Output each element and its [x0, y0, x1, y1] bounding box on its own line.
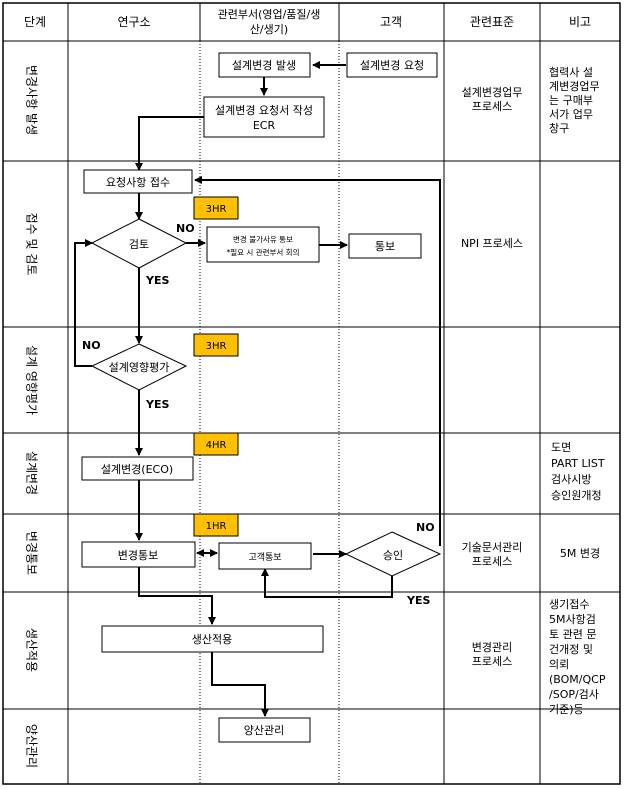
branch-yes-label: YES	[145, 398, 169, 411]
process-box-eco: 설계변경(ECO)	[81, 456, 194, 481]
box-label: 설계변경 발생	[232, 59, 296, 72]
stage-label: 양산관리	[25, 724, 39, 768]
stage-label: 접수 및 검토	[25, 213, 39, 276]
box-label: 설계변경 요청	[360, 59, 424, 72]
standard-design-change-l2: 프로세스	[472, 100, 512, 113]
note-stage5: 5M 변경	[560, 547, 600, 560]
stage-labels: 변경사항 발생 접수 및 검토 설계 영향평가 설계변경 변경통보 생산적용 양…	[25, 65, 39, 768]
note-stage4-item: 검사시방	[551, 473, 591, 486]
branch-yes-label: YES	[145, 274, 169, 287]
notes-column: 협력사 설 계변경업무 는 구매부 서가 업무 창구 도면 PART LIST …	[549, 66, 606, 716]
branch-no-label: NO	[176, 222, 195, 235]
process-box-change-notice: 변경통보	[81, 541, 196, 568]
time-badge: 3HR	[193, 333, 239, 357]
box-label: 설계변경 요청서 작성	[215, 104, 313, 117]
note-stage4-item: 승인원개정	[551, 489, 602, 502]
note-stage6-l1: 생기접수	[549, 598, 589, 611]
time-badge-label: 4HR	[206, 440, 227, 451]
decision-label: 설계영향평가	[109, 361, 170, 374]
time-badge: 1HR	[193, 513, 239, 537]
note-stage1-l2: 계변경업무	[549, 80, 600, 93]
time-badge-label: 3HR	[206, 341, 227, 352]
note-stage4-item: PART LIST	[551, 457, 605, 470]
note-stage6-l4: 건개정 및	[549, 643, 593, 656]
box-label: *필요 시 관련부서 회의	[226, 247, 299, 257]
box-label: 변경통보	[118, 549, 158, 562]
note-stage6-l8: 기준)등	[549, 703, 584, 716]
note-stage6-l5: 의뢰	[549, 658, 569, 671]
time-badge-label: 1HR	[206, 521, 227, 532]
stage-label: 생산적용	[25, 628, 39, 672]
process-box-customer-notice: 고객통보	[218, 542, 312, 570]
note-stage1-l1: 협력사 설	[549, 66, 593, 79]
box-label: 양산관리	[244, 724, 284, 737]
note-stage6-l6: (BOM/QCP	[549, 673, 606, 686]
branch-labels: NO YES NO YES NO YES	[82, 222, 435, 607]
flow-connectors	[74, 61, 441, 717]
time-badge: 3HR	[193, 196, 239, 220]
header-customer: 고객	[380, 15, 402, 29]
note-stage1-l3: 는 구매부	[549, 94, 593, 107]
standards-column: 설계변경업무 프로세스 NPI 프로세스 기술문서관리 프로세스 변경관리 프로…	[461, 86, 523, 668]
branch-no-label: NO	[82, 339, 101, 352]
process-box-ecr: 설계변경 요청서 작성 ECR	[203, 96, 325, 138]
standard-change-mgmt-l2: 프로세스	[472, 655, 512, 668]
table-header: 단계 연구소 관련부서(영업/품질/생 산/생기) 고객 관련표준 비고	[24, 8, 591, 36]
box-label: ECR	[253, 119, 276, 132]
header-dept-line2: 산/생기)	[250, 23, 288, 36]
box-label: 고객통보	[248, 552, 281, 563]
box-label: 생산적용	[192, 633, 232, 646]
note-stage6-l7: /SOP/검사	[549, 688, 599, 701]
stage-label: 변경통보	[25, 531, 39, 575]
stage-label: 변경사항 발생	[25, 65, 39, 135]
standard-tech-doc-l2: 프로세스	[472, 555, 512, 568]
decision-review: 검토	[90, 218, 188, 269]
note-stage6-l2: 5M사항검	[549, 613, 596, 626]
process-box-mass-production: 양산관리	[218, 717, 311, 743]
standard-tech-doc-l1: 기술문서관리	[462, 541, 523, 554]
process-box-design-change-occur: 설계변경 발생	[218, 52, 311, 78]
note-stage4-item: 도면	[551, 441, 571, 454]
process-box-notify: 통보	[348, 233, 422, 259]
process-box-reject-notice: 변경 불가사유 통보 *필요 시 관련부서 회의	[206, 226, 320, 263]
process-box-production-apply: 생산적용	[101, 625, 324, 653]
process-box-receive-request: 요청사항 접수	[83, 169, 193, 194]
box-label: 요청사항 접수	[106, 176, 170, 189]
header-standard: 관련표준	[470, 15, 514, 29]
stage-label: 설계 영향평가	[25, 345, 39, 415]
header-lab: 연구소	[117, 15, 150, 29]
header-dept-line1: 관련부서(영업/품질/생	[218, 8, 321, 21]
standard-design-change-l1: 설계변경업무	[462, 86, 523, 99]
box-label: 설계변경(ECO)	[101, 463, 173, 476]
header-note: 비고	[569, 15, 591, 29]
note-stage6-l3: 토 관련 문	[549, 628, 596, 641]
process-box-design-change-request: 설계변경 요청	[346, 52, 438, 78]
decision-label: 검토	[129, 238, 149, 251]
branch-yes-label: YES	[406, 594, 430, 607]
time-badge-label: 3HR	[206, 204, 227, 215]
stage-label: 설계변경	[25, 451, 39, 495]
decision-impact-eval: 설계영향평가	[90, 343, 188, 391]
box-label: 변경 불가사유 통보	[233, 234, 293, 244]
decision-approval: 승인	[344, 531, 442, 577]
decision-label: 승인	[383, 549, 403, 562]
box-label: 통보	[375, 240, 395, 253]
header-stage: 단계	[24, 15, 46, 29]
note-stage1-l5: 창구	[549, 122, 569, 135]
note-stage1-l4: 서가 업무	[549, 108, 593, 121]
standard-npi: NPI 프로세스	[461, 237, 523, 250]
time-badge: 4HR	[193, 432, 239, 456]
branch-no-label: NO	[416, 521, 435, 534]
standard-change-mgmt-l1: 변경관리	[472, 641, 512, 654]
